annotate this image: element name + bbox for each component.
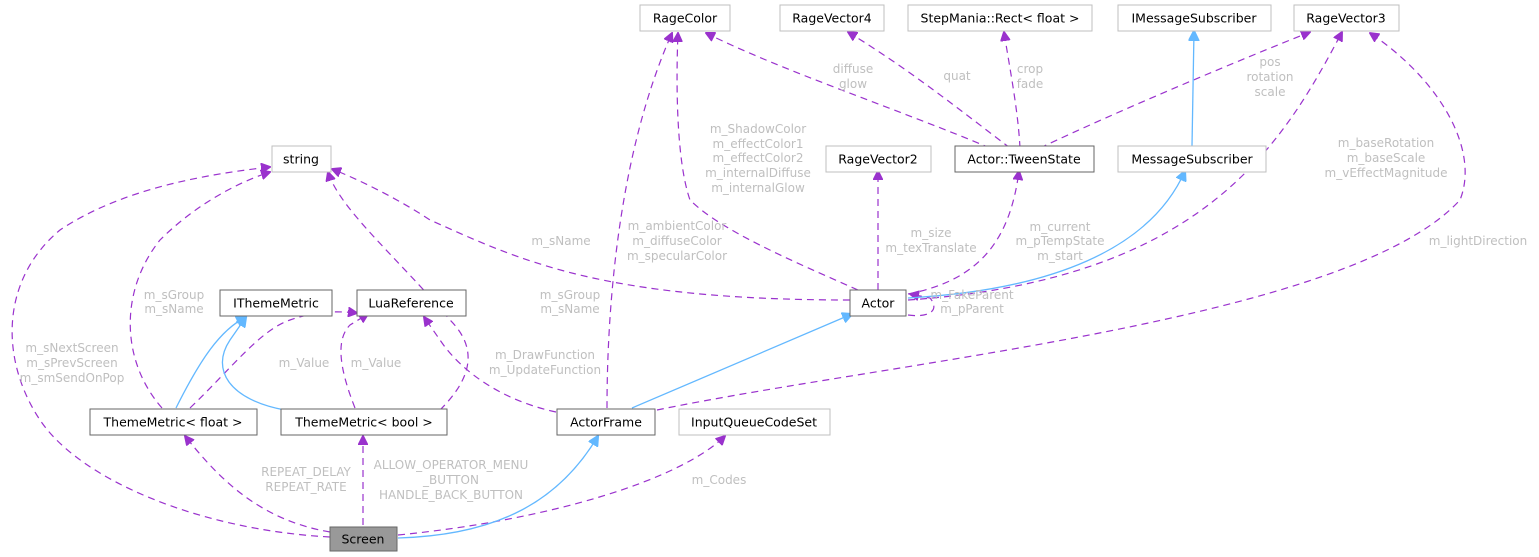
nodes: RageColor RageVector4 StepMania::Rect< f… bbox=[89, 4, 1400, 552]
node-thememetric-float[interactable]: ThemeMetric< float > bbox=[89, 408, 258, 436]
edge-tmbool-lua bbox=[340, 314, 368, 409]
edge-screen-string bbox=[11, 167, 331, 538]
node-screen-label: Screen bbox=[342, 532, 385, 547]
edge-actorframe-actor bbox=[631, 314, 852, 409]
edge-actor-ragevector3 bbox=[907, 32, 1342, 301]
inheritance-edges bbox=[175, 31, 1194, 539]
node-actorframe-label: ActorFrame bbox=[570, 415, 642, 430]
node-ragevector2[interactable]: RageVector2 bbox=[825, 145, 932, 173]
node-thememetric-bool-label: ThemeMetric< bool > bbox=[294, 415, 433, 430]
edge-screen-actorframe bbox=[397, 436, 598, 539]
edge-screen-inputqueue bbox=[397, 436, 725, 536]
label-tmbool-lua: m_Value bbox=[351, 356, 402, 370]
node-ragevector3-label: RageVector3 bbox=[1306, 11, 1385, 26]
edge-actor-string bbox=[332, 169, 851, 301]
node-ragevector2-label: RageVector2 bbox=[838, 152, 917, 167]
node-ragecolor[interactable]: RageColor bbox=[639, 4, 731, 32]
node-imessagesubscriber[interactable]: IMessageSubscriber bbox=[1117, 4, 1272, 32]
node-thememetric-bool[interactable]: ThemeMetric< bool > bbox=[280, 408, 448, 436]
node-inputqueuecodeset-label: InputQueueCodeSet bbox=[691, 415, 817, 430]
label-tween-ragevector4: quat bbox=[943, 69, 971, 83]
node-messagesubscriber-label: MessageSubscriber bbox=[1131, 152, 1253, 167]
edge-tweenstate-rect bbox=[1004, 32, 1021, 149]
node-actor[interactable]: Actor bbox=[849, 289, 907, 317]
edge-tmbool-string bbox=[328, 172, 469, 411]
edge-tweenstate-ragevector3 bbox=[1039, 32, 1310, 149]
node-actorframe[interactable]: ActorFrame bbox=[556, 408, 656, 436]
node-luareference-label: LuaReference bbox=[368, 296, 454, 311]
edge-tweenstate-ragecolor bbox=[706, 33, 991, 149]
node-imessagesubscriber-label: IMessageSubscriber bbox=[1131, 11, 1257, 26]
edge-actorframe-lua bbox=[424, 317, 557, 413]
node-luareference[interactable]: LuaReference bbox=[356, 289, 467, 317]
node-steprect-label: StepMania::Rect< float > bbox=[921, 11, 1080, 26]
edge-actorframe-ragecolor bbox=[606, 33, 672, 409]
node-ragevector4[interactable]: RageVector4 bbox=[779, 4, 885, 32]
edge-tmfloat-string bbox=[129, 172, 270, 409]
node-steprect[interactable]: StepMania::Rect< float > bbox=[907, 4, 1093, 32]
node-ragecolor-label: RageColor bbox=[653, 11, 718, 26]
node-string[interactable]: string bbox=[271, 145, 332, 173]
node-messagesubscriber[interactable]: MessageSubscriber bbox=[1117, 145, 1267, 173]
node-tweenstate[interactable]: Actor::TweenState bbox=[954, 145, 1095, 173]
label-screen-inputqueue: m_Codes bbox=[692, 473, 747, 487]
node-ithememetric-label: IThemeMetric bbox=[233, 296, 319, 311]
edge-screen-tmfloat bbox=[185, 436, 331, 533]
node-ragevector3[interactable]: RageVector3 bbox=[1293, 4, 1400, 32]
node-tweenstate-label: Actor::TweenState bbox=[967, 152, 1081, 167]
label-actorframe-ragevector3: m_lightDirection bbox=[1429, 234, 1528, 248]
node-string-label: string bbox=[283, 152, 319, 167]
dependency-edges bbox=[11, 32, 1466, 538]
node-ragevector4-label: RageVector4 bbox=[792, 11, 872, 26]
label-tmfloat-lua: m_Value bbox=[279, 356, 330, 370]
node-screen[interactable]: Screen bbox=[329, 526, 398, 552]
label-actor-string: m_sName bbox=[531, 234, 590, 248]
edge-actor-tweenstate bbox=[907, 171, 1019, 295]
edge-actorframe-ragevector3 bbox=[656, 33, 1466, 411]
edge-messagesubscriber-imessagesubscriber bbox=[1192, 31, 1194, 147]
edge-tweenstate-ragevector4 bbox=[848, 32, 1011, 149]
node-ithememetric[interactable]: IThemeMetric bbox=[219, 289, 333, 317]
node-actor-label: Actor bbox=[862, 296, 896, 311]
node-inputqueuecodeset[interactable]: InputQueueCodeSet bbox=[678, 408, 831, 436]
node-thememetric-float-label: ThemeMetric< float > bbox=[103, 415, 243, 430]
edge-actor-messagesubscriber bbox=[907, 171, 1185, 299]
edge-actor-self bbox=[907, 294, 935, 317]
edge-tmbool-ithememetric bbox=[221, 317, 286, 411]
edge-tmfloat-lua bbox=[189, 312, 357, 409]
